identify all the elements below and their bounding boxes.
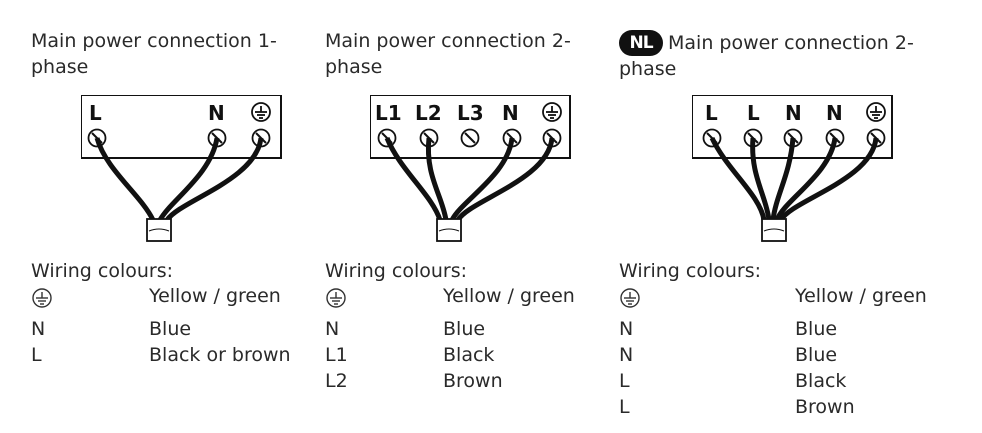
wire-colour: Blue [149, 318, 192, 340]
wire-code: N [619, 344, 634, 366]
earth-ground-icon [251, 102, 271, 122]
panel-2-phase: Main power connection 2- phase L1 L2 L3 … [325, 0, 615, 433]
wire-code: N [619, 318, 634, 340]
terminal-label: L [89, 101, 102, 125]
wire-colour: Black or brown [149, 344, 291, 366]
earth-ground-icon [866, 102, 886, 122]
screw-terminal-icon [460, 128, 480, 148]
terminal-label: L1 [375, 101, 402, 125]
terminal-block-diagram: L1 L2 L3 N [370, 95, 571, 242]
wire-code: L [31, 344, 42, 366]
wire-code: L [619, 396, 630, 418]
title-line-2: phase [619, 58, 677, 80]
wiring-colours-label: Wiring colours: [31, 260, 174, 282]
panel-title: Main power connection 1- phase [31, 28, 277, 80]
terminal-block-diagram: L N [81, 95, 282, 242]
terminal-label: N [502, 101, 519, 125]
panel-1-phase: Main power connection 1- phase L N Wirin… [31, 0, 321, 433]
title-line-1: Main power connection 2- [325, 30, 571, 52]
title-line-2: phase [31, 56, 89, 78]
terminal-label: L [705, 101, 718, 125]
earth-ground-icon [32, 288, 52, 308]
nl-country-badge: NL [619, 30, 663, 56]
wire-colour: Blue [443, 318, 486, 340]
title-line-1-text: Main power connection 2- [668, 32, 914, 54]
terminal-label: L2 [415, 101, 442, 125]
earth-ground-icon [326, 288, 346, 308]
terminal-block-diagram: L L N N [692, 95, 893, 242]
panel-title: Main power connection 2- phase [325, 28, 571, 80]
wire-code: L [619, 370, 630, 392]
cable-sleeve [146, 218, 172, 242]
wire-colour: Black [795, 370, 847, 392]
terminal-label: N [785, 101, 802, 125]
title-line-2: phase [325, 56, 383, 78]
wiring-colours-label: Wiring colours: [325, 260, 468, 282]
wire-colour: Yellow / green [149, 285, 281, 307]
wire-colour: Blue [795, 344, 838, 366]
earth-ground-icon [542, 102, 562, 122]
wire-colour: Blue [795, 318, 838, 340]
wire-colour: Black [443, 344, 495, 366]
wire-colour: Brown [443, 370, 503, 392]
terminal-label: L [747, 101, 760, 125]
cable-sleeve [436, 218, 462, 242]
terminal-label: N [208, 101, 225, 125]
terminal-label: L3 [457, 101, 484, 125]
wire-code: N [31, 318, 46, 340]
wire-colour: Yellow / green [795, 285, 927, 307]
terminal-label: N [826, 101, 843, 125]
wire-colour: Yellow / green [443, 285, 575, 307]
cable-sleeve [761, 218, 787, 242]
wire-code: L1 [325, 344, 348, 366]
wiring-colours-label: Wiring colours: [619, 260, 762, 282]
title-line-1: Main power connection 1- [31, 30, 277, 52]
wire-code: L2 [325, 370, 348, 392]
wire-code: N [325, 318, 340, 340]
earth-ground-icon [620, 288, 640, 308]
wire-colour: Brown [795, 396, 855, 418]
